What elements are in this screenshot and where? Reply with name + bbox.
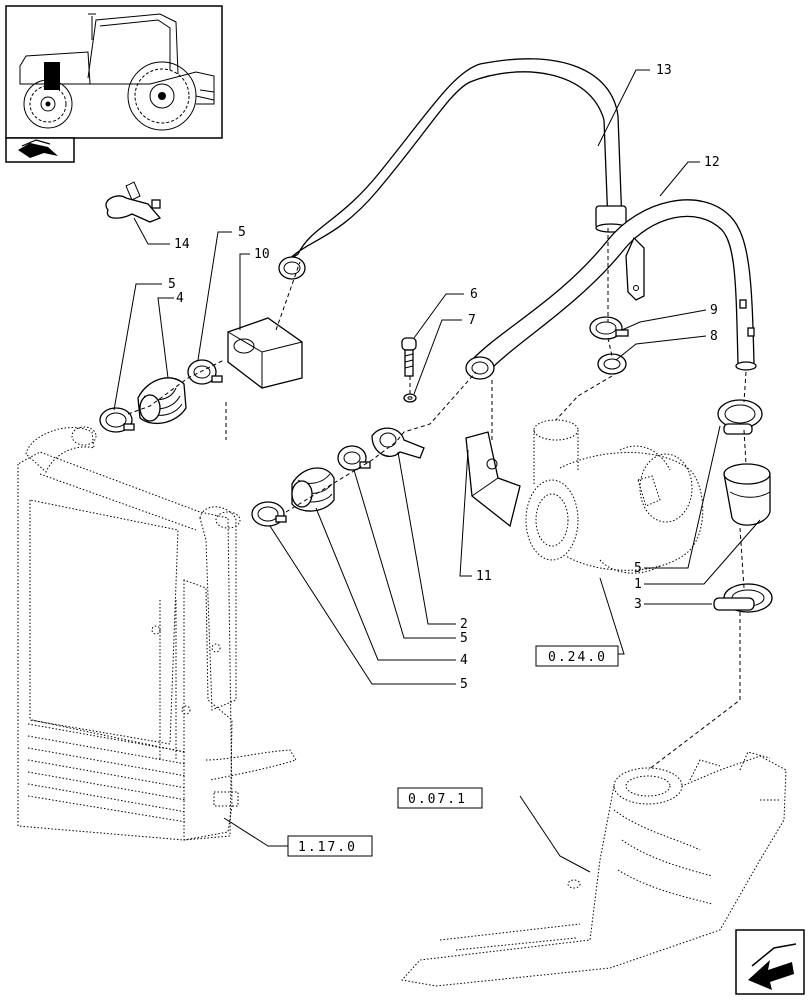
callout-5-upper-left: 5 <box>168 277 176 292</box>
hose-clamp-lower-b <box>337 445 371 471</box>
reference-manifold-label: 0.07.1 <box>408 792 467 807</box>
reference-box-manifold[interactable]: 0.07.1 <box>397 787 483 809</box>
clamp-8 <box>597 353 627 375</box>
reference-turbo-label: 0.24.0 <box>548 650 607 665</box>
callout-4-upper: 4 <box>176 291 184 306</box>
intake-manifold <box>401 751 787 987</box>
section-arrow-icon[interactable] <box>5 137 75 163</box>
callout-7: 7 <box>468 313 476 328</box>
callout-2: 2 <box>460 617 468 632</box>
reference-box-radiator[interactable]: 1.17.0 <box>287 835 373 857</box>
hose-1 <box>723 463 771 526</box>
callout-1: 1 <box>634 577 642 592</box>
callout-6: 6 <box>470 287 478 302</box>
callout-5-lower-b: 5 <box>460 677 468 692</box>
leader-lines <box>113 69 761 873</box>
hose-4-lower <box>291 467 335 512</box>
clamp-9 <box>589 316 629 340</box>
callout-14: 14 <box>174 237 190 252</box>
tractor-thumbnail-icon <box>5 5 223 139</box>
callout-12: 12 <box>704 155 720 170</box>
washer-7 <box>403 393 417 403</box>
pipe-13 <box>278 58 627 280</box>
clamp-right-upper <box>717 399 763 435</box>
clamp-3 <box>713 583 773 613</box>
callout-3: 3 <box>634 597 642 612</box>
clamp-14 <box>105 181 162 223</box>
callout-13: 13 <box>656 63 672 78</box>
hose-clamp-upper-a <box>99 407 135 433</box>
bracket-11 <box>465 431 521 528</box>
hose-clamp-upper-b <box>187 359 223 385</box>
turbocharger <box>525 419 704 574</box>
callout-5-upper-mid: 5 <box>238 225 246 240</box>
bracket-10 <box>227 317 303 389</box>
callout-5-right: 5 <box>634 561 642 576</box>
callout-10: 10 <box>254 247 270 262</box>
reference-box-turbo[interactable]: 0.24.0 <box>535 645 619 667</box>
callout-4-lower: 4 <box>460 653 468 668</box>
bolt-6 <box>401 337 417 377</box>
hose-clamp-lower-a <box>251 501 287 527</box>
callout-labels: 13 12 14 10 5 5 4 6 7 9 8 11 5 1 3 2 5 4… <box>168 63 720 692</box>
next-page-arrow-icon[interactable] <box>735 929 805 995</box>
hose-4-upper <box>137 377 187 425</box>
assembly-lines <box>127 228 747 771</box>
callout-8: 8 <box>710 329 718 344</box>
callout-9: 9 <box>710 303 718 318</box>
radiator-intercooler <box>17 426 297 841</box>
pipe-12 <box>465 199 757 380</box>
reference-radiator-label: 1.17.0 <box>298 840 357 855</box>
callout-11: 11 <box>476 569 492 584</box>
callout-5-lower-a: 5 <box>460 631 468 646</box>
bracket-clamp-2 <box>371 427 425 459</box>
